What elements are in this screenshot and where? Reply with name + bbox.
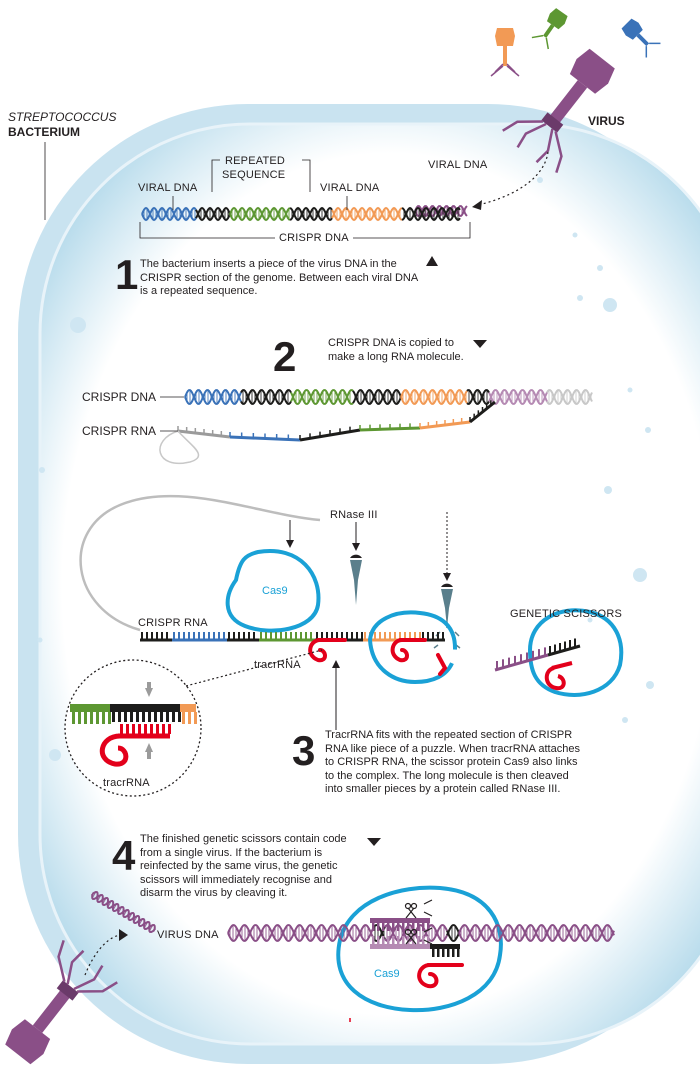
genetic-scissors-comb	[494, 638, 581, 691]
viral-dna-fragment-bottom	[91, 890, 156, 934]
zoom-puzzle	[70, 682, 197, 767]
big-virus-top-icon	[502, 48, 615, 173]
tracrrna-pointer-head	[332, 660, 340, 668]
step4-text: The finished genetic scissors contain co…	[140, 833, 347, 899]
viral-dna-right-label: VIRAL DNA	[320, 182, 380, 194]
crispr-dna-helix-step1	[141, 206, 461, 222]
bacterium-cell	[18, 104, 700, 1064]
cell-bubbles	[37, 177, 654, 761]
step-number-1: 1	[115, 251, 139, 298]
crispr-dna-label-2: CRISPR DNA	[82, 390, 157, 404]
tracrrna-zoom-label: tracrRNA	[103, 777, 150, 789]
virus-label: VIRUS	[588, 114, 625, 128]
triangle-down-icon-4	[367, 838, 381, 846]
step-number-4: 4	[112, 832, 136, 879]
cas9-arrowhead	[286, 540, 294, 548]
cas9-label-4: Cas9	[374, 968, 400, 980]
tracrrna-label-3: tracrRNA	[254, 659, 301, 671]
step1-text: The bacterium inserts a piece of the vir…	[140, 258, 418, 297]
virus-dna-label-4: VIRUS DNA	[157, 929, 219, 941]
cas9-step4-shape	[336, 885, 503, 1013]
tracrrna-shape-cut	[390, 638, 448, 676]
zoom-leader	[185, 649, 323, 687]
triangle-up-icon	[426, 256, 438, 266]
tracrrna-shape-4	[417, 963, 464, 989]
rnase-iii-label: RNase III	[330, 509, 378, 521]
cas9-cut-shape	[367, 610, 458, 685]
step2-text: CRISPR DNA is copied to make a long RNA …	[328, 337, 464, 363]
rnase-iii-icon	[350, 522, 362, 605]
viral-dna-left-label: VIRAL DNA	[138, 182, 198, 194]
step-number-3: 3	[292, 727, 316, 774]
viral-dna-top-label: VIRAL DNA	[428, 159, 488, 171]
step-number-2: 2	[273, 333, 297, 380]
crispr-dna-helix-step2	[159, 389, 593, 465]
triangle-down-icon	[473, 340, 487, 348]
tracrrna-shape-3	[308, 638, 347, 663]
cas9-label-3: Cas9	[262, 585, 288, 597]
crispr-dna-label-1: CRISPR DNA	[275, 231, 353, 245]
repeated-sequence-label-2: SEQUENCE	[222, 169, 286, 181]
green-virus-icon	[531, 8, 568, 50]
big-virus-bottom-icon	[5, 940, 118, 1065]
repeated-sequence-label-1: REPEATED	[225, 155, 286, 167]
orange-virus-icon	[490, 28, 520, 77]
step3-text: TracrRNA fits with the repeated section …	[325, 729, 580, 795]
cas9-protein-shape	[225, 548, 321, 633]
blue-virus-icon	[621, 18, 661, 58]
reinfection-arrow	[84, 934, 123, 976]
genetic-scissors-shape	[527, 608, 624, 697]
insertion-arrow-top	[477, 151, 549, 206]
scissor-icons	[404, 899, 433, 945]
crispr-rna-label-3: CRISPR RNA	[138, 617, 208, 629]
crispr-rna-label-2: CRISPR RNA	[82, 424, 157, 438]
crispr-rna-step3	[140, 632, 445, 642]
rna-grey-loop	[79, 494, 321, 632]
insertion-arrowhead-top	[472, 200, 482, 210]
genetic-scissors-label: GENETIC SCISSORS	[510, 608, 622, 620]
bacterium-label-line1: STREPTOCOCCUS	[8, 110, 117, 124]
reinfection-arrowhead	[119, 929, 128, 941]
bacterium-label-line2: BACTERIUM	[8, 125, 80, 139]
